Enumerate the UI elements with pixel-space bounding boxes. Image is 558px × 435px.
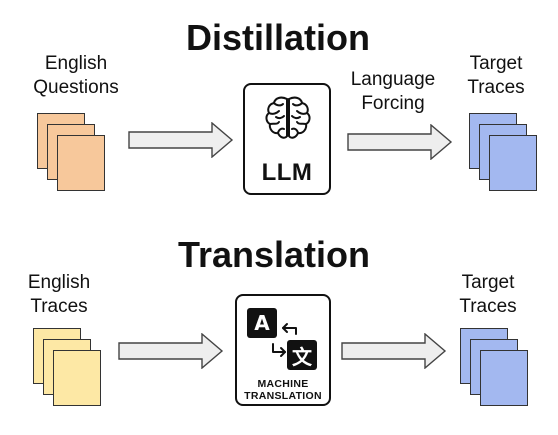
target-traces-label-bottom-line1: Target bbox=[461, 272, 515, 293]
target-traces-stack-top bbox=[469, 113, 539, 195]
language-forcing-label-line2: Forcing bbox=[361, 93, 425, 114]
target-traces-label-top-line1: Target bbox=[469, 53, 523, 74]
llm-label: LLM bbox=[261, 159, 313, 186]
swap-arrows-icon bbox=[272, 323, 297, 357]
document-sheet bbox=[480, 350, 528, 406]
cjk-glyph-icon: 文 bbox=[287, 340, 317, 370]
english-questions-label: English Questions bbox=[26, 52, 126, 100]
target-traces-label-bottom-line2: Traces bbox=[459, 296, 517, 317]
machine-translation-label-line2: TRANSLATION bbox=[244, 390, 322, 402]
arrow-right-icon bbox=[118, 333, 224, 369]
english-traces-label-line1: English bbox=[27, 272, 91, 293]
machine-translation-box: A 文 MACHINE TRANSLATION bbox=[235, 294, 331, 406]
target-traces-label-top: Target Traces bbox=[451, 52, 541, 100]
latin-glyph-icon: A bbox=[247, 308, 277, 338]
target-traces-label-top-line2: Traces bbox=[467, 77, 525, 98]
brain-icon bbox=[265, 96, 311, 139]
document-sheet bbox=[57, 135, 105, 191]
english-traces-stack bbox=[33, 328, 103, 410]
english-questions-label-line2: Questions bbox=[33, 77, 119, 98]
english-questions-stack bbox=[37, 113, 107, 195]
distillation-title: Distillation bbox=[185, 17, 370, 58]
machine-translation-label: MACHINE TRANSLATION bbox=[237, 378, 329, 402]
english-questions-label-line1: English bbox=[44, 53, 108, 74]
arrow-right-icon bbox=[128, 122, 234, 158]
target-traces-stack-bottom bbox=[460, 328, 530, 410]
translation-title: Translation bbox=[177, 234, 371, 275]
arrow-right-icon bbox=[347, 124, 453, 160]
english-traces-label-line2: Traces bbox=[30, 296, 88, 317]
machine-translation-label-line1: MACHINE bbox=[257, 378, 309, 390]
arrow-right-icon bbox=[341, 333, 447, 369]
language-forcing-label-line1: Language bbox=[350, 69, 436, 90]
document-sheet bbox=[489, 135, 537, 191]
target-traces-label-bottom: Target Traces bbox=[443, 271, 533, 319]
document-sheet bbox=[53, 350, 101, 406]
english-traces-label: English Traces bbox=[14, 271, 104, 319]
llm-box: LLM bbox=[243, 83, 331, 195]
language-forcing-label: Language Forcing bbox=[343, 68, 443, 116]
